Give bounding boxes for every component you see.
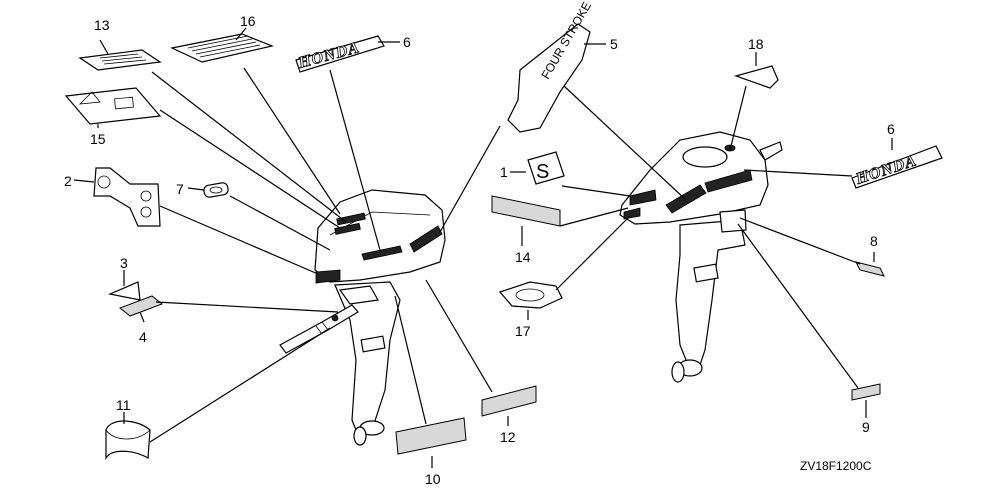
- callout-16: 16: [240, 13, 256, 29]
- callout-14: 14: [515, 249, 531, 265]
- callout-2: 2: [64, 173, 72, 189]
- callout-9: 9: [862, 419, 870, 435]
- decal-13-label: [78, 49, 162, 71]
- drawing-code: ZV18F1200C: [800, 459, 872, 473]
- callout-13: 13: [94, 17, 110, 33]
- callout-5: 5: [610, 36, 618, 52]
- callout-6-right: 6: [887, 121, 895, 137]
- callout-12: 12: [500, 429, 516, 445]
- callout-3: 3: [120, 255, 128, 271]
- decal-4-tag: [119, 295, 163, 317]
- callout-8: 8: [870, 233, 878, 249]
- decal-1-s-badge: S: [527, 151, 565, 185]
- decal-2-bracket: [93, 167, 161, 227]
- decal-8-small-tag: [855, 261, 885, 277]
- decal-5-four-stroke: FOUR STROKE: [507, 0, 594, 133]
- callout-7: 7: [176, 181, 184, 197]
- decal-17-oval-badge: [498, 281, 563, 309]
- decal-6-honda-emblem-left: HONDA: [295, 35, 385, 73]
- outboard-motor-left: [279, 189, 446, 446]
- decal-9-stripe: [851, 383, 881, 401]
- callout-10: 10: [425, 471, 441, 487]
- honda-brand-text-right: HONDA: [853, 152, 919, 188]
- outboard-motor-right: [619, 131, 783, 383]
- decal-16-caution: [170, 33, 275, 63]
- callout-4: 4: [139, 329, 147, 345]
- decal-3-triangle: [107, 281, 141, 301]
- svg-text:S: S: [536, 161, 549, 183]
- decal-12-stripe: [481, 385, 537, 417]
- callout-numbers: 13 16 6 5 18 6 15 2 7 1 14 8 3 4 17 11 1…: [64, 13, 895, 487]
- decal-14-stripe: [491, 195, 561, 227]
- decal-18-cap: [734, 65, 779, 89]
- decal-7-badge: [203, 182, 229, 198]
- decal-10-stripe: [395, 417, 467, 455]
- decal-6-honda-emblem-right: HONDA: [851, 145, 943, 189]
- leader-lines: [73, 27, 893, 468]
- decal-15-warning: [64, 87, 162, 125]
- callout-6-left: 6: [403, 34, 411, 50]
- honda-brand-text: HONDA: [296, 39, 362, 72]
- callout-15: 15: [90, 131, 106, 147]
- callout-11: 11: [116, 397, 131, 413]
- callout-1: 1: [500, 164, 508, 180]
- callout-17: 17: [515, 323, 531, 339]
- callout-18: 18: [748, 36, 764, 52]
- decal-11-band: [105, 420, 151, 461]
